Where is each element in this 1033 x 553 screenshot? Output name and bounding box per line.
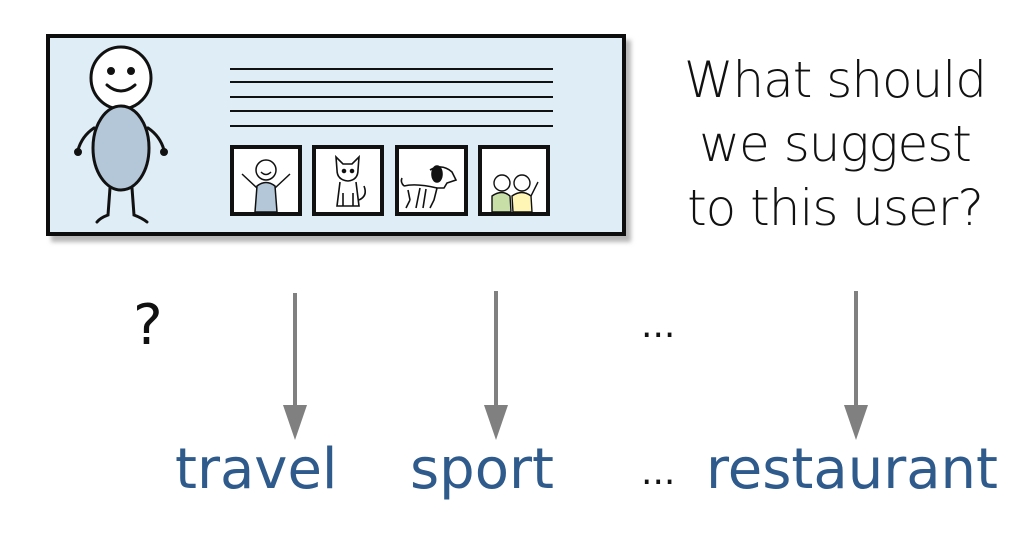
profile-text-lines (230, 68, 553, 127)
friends-icon (478, 145, 550, 216)
question-text: What should we suggest to this user? (655, 48, 1015, 240)
category-sport: sport (410, 437, 554, 502)
question-line-1: What should (684, 51, 987, 109)
cat-icon (312, 145, 384, 216)
question-line-3: to this user? (687, 179, 984, 237)
category-ellipsis: ... (641, 452, 676, 493)
arrow-to-sport (484, 291, 508, 440)
unknown-question-mark: ? (133, 293, 163, 358)
suggestion-arrows (283, 291, 868, 440)
category-travel: travel (175, 437, 338, 502)
question-line-2: we suggest (699, 115, 972, 173)
happy-person-icon (230, 145, 302, 216)
category-restaurant: restaurant (706, 437, 998, 502)
dog-icon (395, 145, 468, 216)
middle-ellipsis: ... (641, 305, 676, 346)
arrow-to-restaurant (844, 291, 868, 440)
arrow-to-travel (283, 293, 307, 440)
user-figure-icon (74, 45, 168, 224)
user-profile-card (46, 34, 626, 236)
